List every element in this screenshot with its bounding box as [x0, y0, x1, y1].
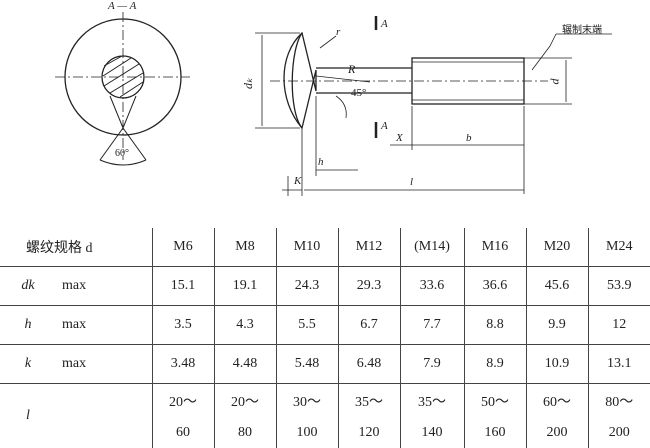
table-cell: 7.7	[400, 306, 464, 345]
table-cell: 6.48	[338, 345, 400, 384]
length-cell: 80～200	[588, 384, 650, 448]
table-cell: 9.9	[526, 306, 588, 345]
table-row: k max 3.48 4.48 5.48 6.48 7.9 8.9 10.9 1…	[0, 345, 650, 384]
dim-K-label: K	[294, 175, 301, 187]
end-note: 辗制末端	[562, 21, 602, 36]
table-cell: 4.48	[214, 345, 276, 384]
row-symbol: k	[0, 345, 56, 384]
dim-b-label: b	[466, 132, 472, 144]
table-cell: 12	[588, 306, 650, 345]
table-cell: 3.5	[152, 306, 214, 345]
length-cell: 20～80	[214, 384, 276, 448]
length-cell: 20～60	[152, 384, 214, 448]
row-unit: max	[56, 306, 152, 345]
bolt-head	[284, 33, 316, 128]
dim-R-label: R	[348, 62, 355, 77]
row-symbol: dk	[0, 267, 56, 306]
table-cell: 45.6	[526, 267, 588, 306]
angle-45-arc	[336, 96, 346, 118]
length-cell: 30～100	[276, 384, 338, 448]
dim-l-label: l	[410, 176, 413, 188]
table-cell: 33.6	[400, 267, 464, 306]
header-size: M20	[526, 228, 588, 267]
table-cell: 36.6	[464, 267, 526, 306]
dim-d-label: d	[548, 79, 563, 85]
header-size: M10	[276, 228, 338, 267]
header-size: M8	[214, 228, 276, 267]
header-size: M24	[588, 228, 650, 267]
table-header-row: 螺纹规格 d M6 M8 M10 M12 (M14) M16 M20 M24	[0, 228, 650, 267]
header-size: M16	[464, 228, 526, 267]
table-cell: 10.9	[526, 345, 588, 384]
table-cell: 29.3	[338, 267, 400, 306]
bolt-drawing	[0, 0, 650, 228]
dim-r-label: r	[336, 26, 340, 38]
table-cell: 19.1	[214, 267, 276, 306]
table-cell: 8.9	[464, 345, 526, 384]
spec-table: 螺纹规格 d M6 M8 M10 M12 (M14) M16 M20 M24 d…	[0, 228, 650, 448]
table-row: dk max 15.1 19.1 24.3 29.3 33.6 36.6 45.…	[0, 267, 650, 306]
table-row: h max 3.5 4.3 5.5 6.7 7.7 8.8 9.9 12	[0, 306, 650, 345]
header-size: M6	[152, 228, 214, 267]
length-cell: 50～160	[464, 384, 526, 448]
table-cell: 5.48	[276, 345, 338, 384]
dim-h-label: h	[318, 156, 324, 168]
section-mark-top: A	[381, 18, 388, 30]
row-unit-empty	[56, 384, 152, 448]
table-cell: 6.7	[338, 306, 400, 345]
header-size: M12	[338, 228, 400, 267]
table-cell: 15.1	[152, 267, 214, 306]
dim-X-label: X	[396, 132, 403, 144]
table-cell: 8.8	[464, 306, 526, 345]
header-size: (M14)	[400, 228, 464, 267]
table-cell: 53.9	[588, 267, 650, 306]
table-cell: 7.9	[400, 345, 464, 384]
section-label: A — A	[108, 0, 136, 12]
leader-r	[320, 36, 336, 48]
table-cell: 4.3	[214, 306, 276, 345]
table-cell: 3.48	[152, 345, 214, 384]
row-symbol: h	[0, 306, 56, 345]
table-cell: 13.1	[588, 345, 650, 384]
angle-60-label: 60°	[115, 148, 129, 159]
length-cell: 35～140	[400, 384, 464, 448]
row-unit: max	[56, 267, 152, 306]
table-row-length: l 20～60 20～80 30～100 35～120 35～140 50～16…	[0, 384, 650, 448]
length-cell: 35～120	[338, 384, 400, 448]
table-cell: 5.5	[276, 306, 338, 345]
leader-end-note	[532, 34, 556, 70]
section-mark-bottom: A	[381, 120, 388, 132]
table-cell: 24.3	[276, 267, 338, 306]
dim-dk-label: dₖ	[241, 78, 256, 89]
row-symbol: l	[0, 384, 56, 448]
bolt-head-arc	[292, 33, 302, 128]
length-cell: 60～200	[526, 384, 588, 448]
angle-45-label: 45°	[351, 87, 366, 99]
header-label: 螺纹规格 d	[0, 228, 152, 267]
row-unit: max	[56, 345, 152, 384]
